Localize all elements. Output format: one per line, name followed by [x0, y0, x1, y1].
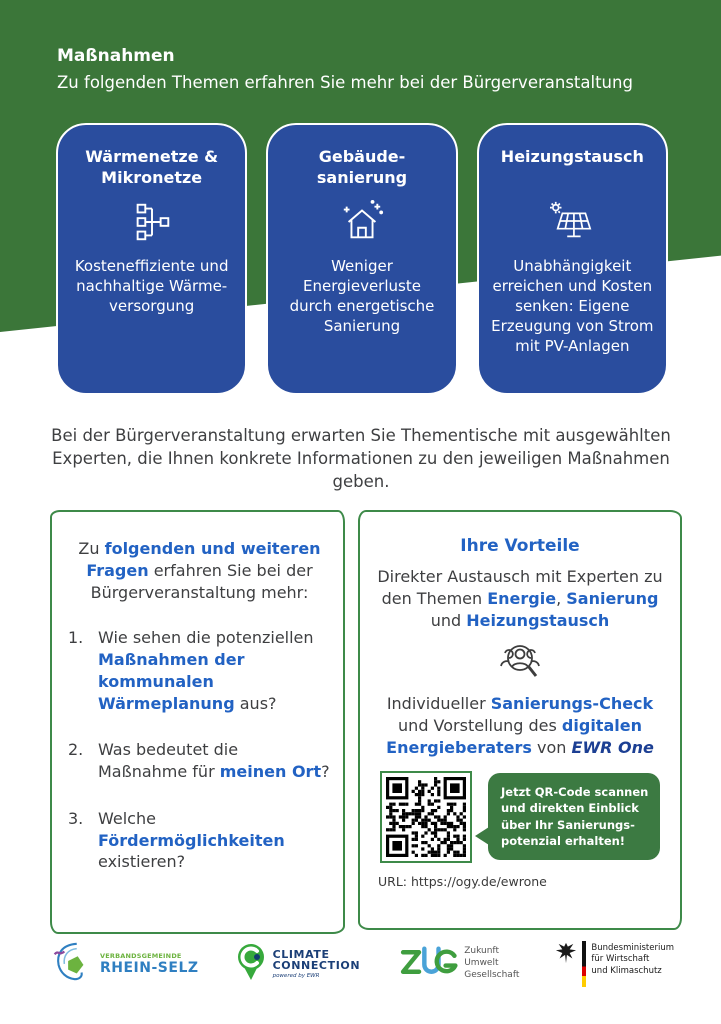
qr-row: Jetzt QR-Code scannen und direkten Einbl…: [380, 770, 666, 863]
card-body: Kosteneffiziente und nachhaltige Wärme-v…: [74, 257, 229, 315]
rhein-selz-line2: RHEIN-SELZ: [100, 960, 199, 976]
question-text: Wie sehen die potenziellen Maßnahmen der…: [98, 628, 314, 713]
qr-code: [380, 770, 472, 863]
question-item-3: 3. Welche Fördermöglichkeiten existieren…: [68, 808, 331, 873]
benefits-box: Ihre Vorteile Direkter Austausch mit Exp…: [358, 510, 682, 930]
card-body: Unabhängigkeit erreichen und Kosten senk…: [491, 257, 654, 355]
benefits-paragraph-1: Direkter Austausch mit Experten zu den T…: [377, 567, 663, 630]
benefits-paragraph-2: Individueller Sanierungs-Check und Vorst…: [386, 694, 654, 757]
card-body: Weniger Energieverluste durch energetisc…: [289, 257, 435, 335]
question-number: 1.: [68, 628, 84, 648]
zug-line2: Umwelt: [464, 958, 499, 969]
logo-climate-connection: CLIMATE CONNECTION powered by EWR: [235, 942, 361, 986]
climate-connection-line1: CLIMATE: [272, 947, 330, 961]
logo-bmwk: Bundesministerium für Wirtschaft und Kli…: [555, 941, 674, 987]
card-title: Gebäude-sanierung: [316, 147, 408, 187]
header: Maßnahmen Zu folgenden Themen erfahren S…: [57, 46, 633, 92]
solar-panel-icon: [547, 197, 597, 247]
question-number: 3.: [68, 808, 84, 828]
zug-line3: Gesellschaft: [464, 969, 520, 980]
card-gebaeudesanierung: Gebäude-sanierung Weniger Energieverlust…: [266, 123, 458, 395]
climate-connection-pin-icon: [235, 942, 267, 986]
network-icon: [129, 197, 175, 247]
card-waermenetze: Wärmenetze & Mikronetze Kosteneffiziente…: [56, 123, 248, 395]
questions-intro: Zu folgenden und weiteren Fragen erfahre…: [78, 539, 321, 602]
topic-cards: Wärmenetze & Mikronetze Kosteneffiziente…: [56, 123, 668, 395]
bmwk-line1: Bundesministerium: [591, 943, 674, 953]
zug-icon: [396, 941, 458, 987]
house-sparkle-icon: [337, 197, 387, 247]
card-heizungstausch: Heizungstausch Unabhängigkeit erreichen …: [476, 123, 668, 395]
bmwk-line2: für Wirtschaft: [591, 954, 650, 965]
intro-paragraph: Bei der Bürgerveranstaltung erwarten Sie…: [51, 426, 671, 492]
climate-connection-sub: powered by EWR: [272, 972, 320, 979]
benefits-heading: Ihre Vorteile: [460, 536, 580, 556]
content-boxes: Zu folgenden und weiteren Fragen erfahre…: [50, 510, 682, 934]
question-item-1: 1. Wie sehen die potenziellen Maßnahmen …: [68, 627, 331, 714]
question-number: 2.: [68, 740, 84, 760]
page-title: Maßnahmen: [57, 46, 175, 66]
bmwk-line3: und Klimaschutz: [591, 965, 662, 976]
question-item-2: 2. Was bedeutet die Maßnahme für meinen …: [68, 739, 331, 783]
german-flag-bar: [582, 941, 587, 987]
card-title: Wärmenetze & Mikronetze: [85, 147, 219, 187]
qr-speech-bubble: Jetzt QR-Code scannen und direkten Einbl…: [475, 772, 660, 861]
question-text: Was bedeutet die Maßnahme für meinen Ort…: [98, 740, 330, 781]
logo-verbandsgemeinde-rhein-selz: VERBANDSGEMEINDE RHEIN-SELZ: [48, 940, 199, 988]
page-subtitle: Zu folgenden Themen erfahren Sie mehr be…: [57, 73, 633, 92]
experts-search-icon: [374, 639, 666, 687]
rhein-selz-emblem-icon: [48, 940, 94, 988]
questions-box: Zu folgenden und weiteren Fragen erfahre…: [50, 510, 345, 934]
card-title: Heizungstausch: [500, 147, 644, 166]
logo-zug: Zukunft Umwelt Gesellschaft: [396, 941, 519, 987]
footer-logos: VERBANDSGEMEINDE RHEIN-SELZ CLIMATE CONN…: [48, 940, 674, 988]
zug-line1: Zukunft: [464, 946, 499, 957]
rhein-selz-line1: VERBANDSGEMEINDE: [100, 952, 182, 960]
federal-eagle-icon: [555, 941, 577, 969]
question-text: Welche Fördermöglichkeiten existieren?: [98, 808, 285, 872]
qr-url: URL: https://ogy.de/ewrone: [378, 873, 547, 889]
climate-connection-line2: CONNECTION: [272, 959, 361, 973]
